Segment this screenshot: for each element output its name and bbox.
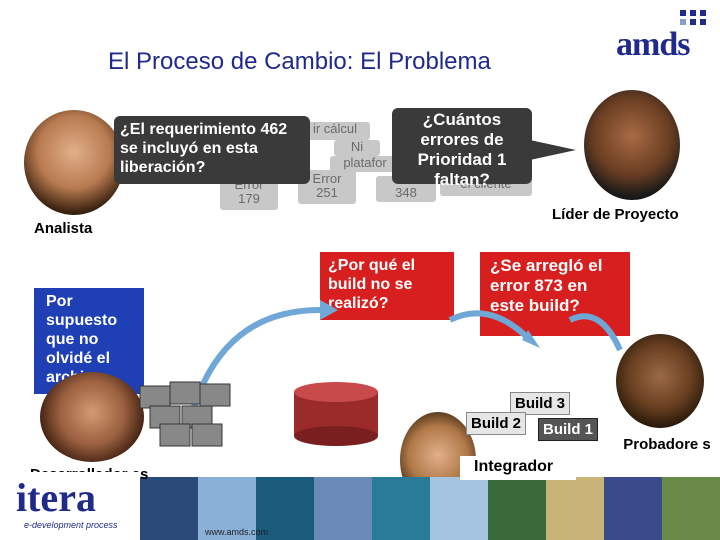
strip-tile [546, 477, 604, 540]
curved-arrow [450, 313, 530, 340]
lider-photo [584, 90, 680, 200]
strip-tile [140, 477, 198, 540]
bubble-tail [530, 140, 576, 160]
itera-logo-text: itera [16, 474, 96, 521]
analista-question: ¿El requerimiento 462 se incluyó en esta… [114, 116, 310, 181]
change-card: ir cálcul [300, 122, 370, 140]
strip-tile [314, 477, 372, 540]
strip-tile [662, 477, 720, 540]
role-analista: Analista [34, 220, 92, 237]
probadores-photo [616, 334, 704, 428]
analista-photo [24, 110, 124, 215]
role-probadores: Probadore s [622, 436, 712, 453]
role-integrador: Integrador [474, 458, 553, 476]
page-title: El Proceso de Cambio: El Problema [108, 48, 491, 76]
arrow-head [320, 300, 338, 320]
curved-arrow [570, 316, 620, 350]
documents-icon [130, 378, 250, 458]
itera-logo: itera e-development process [0, 472, 140, 540]
desarrollador-photo [40, 372, 144, 462]
amds-logo: amds [612, 8, 712, 64]
analista-speech-bubble: ¿El requerimiento 462 se incluyó en esta… [114, 116, 310, 184]
build-2-box: Build 2 [466, 412, 526, 435]
role-lider: Líder de Proyecto [552, 206, 679, 223]
strip-tile [604, 477, 662, 540]
itera-tagline: e-development process [24, 520, 118, 530]
strip-tile [372, 477, 430, 540]
footer-url: www.amds.com [205, 527, 268, 537]
strip-tile [430, 477, 488, 540]
lider-question: ¿Cuántos errores de Prioridad 1 faltan? [392, 108, 532, 192]
strip-tile [488, 477, 546, 540]
change-card: Ni [334, 140, 380, 156]
build-1-box: Build 1 [538, 418, 598, 441]
database-icon [286, 380, 386, 450]
lider-speech-bubble: ¿Cuántos errores de Prioridad 1 faltan? [392, 108, 532, 184]
logo-text: amds [616, 26, 689, 64]
